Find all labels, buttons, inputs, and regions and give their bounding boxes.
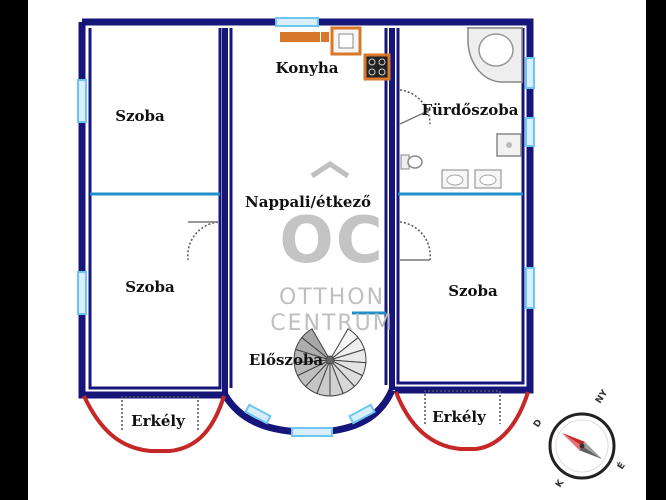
label-balcony-left: Erkély (131, 412, 186, 430)
watermark-line1: OTTHON (279, 285, 385, 310)
stove (363, 53, 391, 81)
balcony-door-left (121, 396, 199, 430)
kitchen-sink (330, 26, 362, 56)
floor-plan-drawing: OC OTTHON CENTRUM Szoba Konyha Fürdőszob… (77, 17, 628, 490)
window-room-bottom-left (77, 271, 87, 315)
window-bathroom-2 (525, 117, 535, 147)
balcony-door-right (424, 390, 501, 424)
compass-letter-e: É (614, 460, 627, 472)
label-room-bottom-right: Szoba (448, 282, 498, 300)
balconies (82, 390, 530, 453)
stair-newel (325, 355, 335, 365)
compass-letter-d: D (532, 418, 544, 430)
compass: É K D NY (532, 388, 628, 490)
window-curve-left (244, 403, 272, 425)
partitions (90, 192, 523, 315)
kitchen-fixtures (280, 26, 391, 81)
window-kitchen (275, 17, 319, 27)
window-curve-right (348, 403, 376, 425)
bathroom-fixtures (400, 27, 523, 189)
compass-letter-k: K (554, 477, 567, 489)
window-curve-center (291, 427, 333, 437)
window-bathroom-1 (525, 57, 535, 89)
balcony-rail-right (394, 391, 530, 451)
watermark: OC OTTHON CENTRUM (270, 160, 394, 336)
balcony-rail-left (82, 395, 226, 453)
label-room-top-left: Szoba (115, 107, 165, 125)
door-room-bottom-left (186, 221, 219, 261)
kitchen-counter (280, 32, 320, 42)
doors (186, 89, 432, 261)
compass-letter-ny: NY (594, 388, 610, 406)
label-kitchen: Konyha (276, 59, 339, 77)
label-balcony-right: Erkély (432, 408, 487, 426)
label-bathroom: Fürdőszoba (422, 101, 519, 119)
stair-step (301, 328, 331, 361)
label-living-dining: Nappali/étkező (245, 193, 371, 211)
window-room-bottom-right (525, 267, 535, 309)
door-bathroom (399, 89, 431, 125)
label-hallway: Előszoba (249, 351, 324, 369)
floor-plan: OC OTTHON CENTRUM Szoba Konyha Fürdőszob… (28, 0, 646, 500)
window-room-top-left (77, 79, 87, 123)
toilet (407, 155, 423, 169)
inner-wall-edges (88, 28, 525, 390)
watermark-line2: CENTRUM (270, 311, 394, 336)
windows (77, 17, 535, 437)
watermark-monogram: OC (279, 204, 384, 278)
spiral-staircase (293, 328, 367, 397)
label-room-bottom-left: Szoba (125, 278, 175, 296)
door-room-bottom-right (399, 221, 432, 261)
